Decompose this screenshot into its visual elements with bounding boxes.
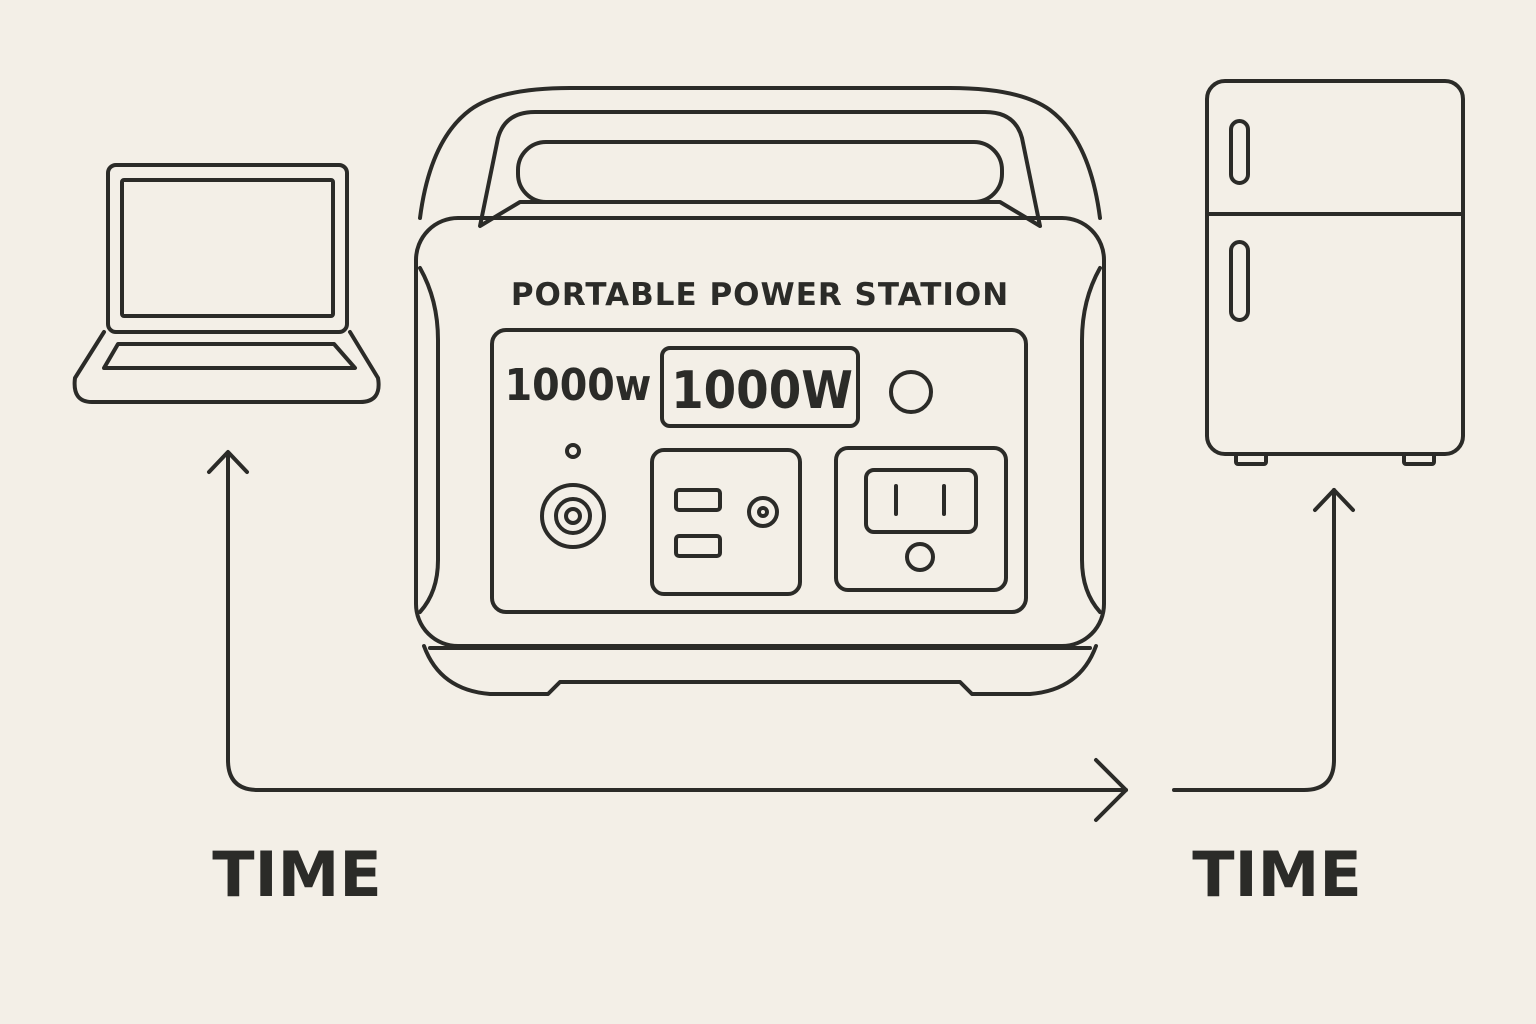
fridge-body	[1205, 79, 1465, 456]
usb-port-icon	[674, 488, 722, 512]
fridge-foot-right	[1402, 452, 1436, 466]
control-panel	[490, 328, 1028, 614]
watt-label: 1000w	[505, 360, 652, 411]
laptop-lid	[106, 163, 349, 334]
flow-arrow-left	[207, 450, 1128, 822]
usb-port-icon-2	[674, 534, 722, 558]
handle-outer	[418, 86, 1102, 220]
left-bumper	[418, 266, 440, 614]
round-port-icon	[747, 496, 779, 528]
station-base	[422, 644, 1098, 696]
watt-display-text: 1000W	[671, 361, 853, 421]
laptop-icon	[72, 163, 381, 404]
right-bumper	[1080, 266, 1102, 614]
power-button-icon	[889, 370, 933, 414]
time-label-left: TIME	[212, 838, 381, 911]
flow-line-left	[226, 454, 1128, 792]
station-title: PORTABLE POWER STATION	[511, 277, 1009, 313]
laptop-keyboard	[102, 342, 357, 370]
flow-arrow-right	[1172, 488, 1355, 792]
flow-line-right	[1172, 488, 1336, 792]
fridge-foot-left	[1234, 452, 1268, 466]
laptop-base	[72, 330, 381, 404]
dc-port-icon	[540, 483, 606, 549]
arrow-up-icon	[207, 450, 249, 474]
time-label-right: TIME	[1192, 838, 1361, 911]
dc-port-ring	[554, 497, 592, 535]
ac-ground-icon	[905, 542, 935, 572]
arrow-right-icon	[1094, 758, 1128, 822]
ac-outlet-icon	[864, 468, 978, 534]
dc-port-pin	[564, 507, 582, 525]
refrigerator-icon	[1205, 79, 1465, 466]
laptop-screen	[120, 178, 335, 318]
usb-module	[650, 448, 802, 596]
ac-module	[834, 446, 1008, 592]
round-port-pin	[757, 506, 769, 518]
fridge-handle	[1229, 240, 1250, 322]
arrow-up-icon-right	[1313, 488, 1355, 512]
portable-power-station-icon: PORTABLE POWER STATION 1000w 1000W	[414, 86, 1106, 696]
freezer-handle	[1229, 119, 1250, 185]
watt-display	[660, 346, 860, 428]
indicator-led-icon	[565, 443, 581, 459]
handle-inner	[478, 110, 1042, 228]
handle-grip	[516, 140, 1004, 204]
